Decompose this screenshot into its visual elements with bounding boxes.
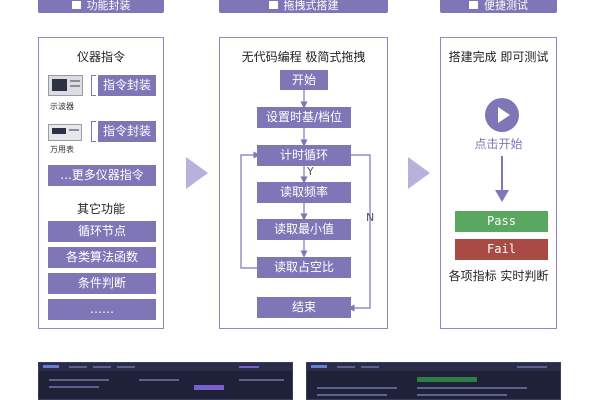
flow-step-set-timebase[interactable]: 设置时基/档位 [257,107,351,128]
function-more-button[interactable]: …… [48,299,156,320]
bracket-oscilloscope [91,75,96,96]
flow-step-timed-loop[interactable]: 计时循环 [257,145,351,166]
panel-title-ready: 搭建完成 即可测试 [448,50,549,64]
instruction-package-button-oscilloscope[interactable]: 指令封装 [98,75,156,96]
panel-title-instruments: 仪器指令 [76,50,125,64]
device-label-oscilloscope: 示波器 [50,102,74,111]
realtime-judgement-label: 各项指标 实时判断 [448,269,549,283]
function-condition-button[interactable]: 条件判断 [48,273,156,294]
pass-status: Pass [455,211,548,232]
instruction-package-button-multimeter[interactable]: 指令封装 [98,121,156,142]
panel-test: 搭建完成 即可测试 点击开始 Pass Fail 各项指标 实时判断 [440,37,557,329]
fail-status: Fail [455,239,548,260]
drag-hand-icon [268,1,278,9]
function-loop-node-button[interactable]: 循环节点 [48,221,156,242]
flow-step-read-duty-cycle[interactable]: 读取占空比 [257,257,351,278]
flow-connectors [240,90,371,312]
arrow-down-icon [495,156,509,202]
flow-yes-label: Y [307,165,314,178]
app-logo [43,365,59,368]
flow-step-read-frequency[interactable]: 读取频率 [257,182,351,203]
package-icon [71,1,81,9]
flow-no-label: N [366,211,375,224]
app-screenshot-test [306,362,561,400]
panel-functions: 仪器指令 示波器 指令封装 万用表 指令封装 ...更多仪器指令 其它功能 循环… [38,37,164,329]
flow-step-start[interactable]: 开始 [280,70,328,90]
multimeter-image [48,124,82,141]
header-tab-test: 便捷测试 [440,0,557,13]
header-tab-build: 拖拽式搭建 [219,0,388,13]
more-instruments-button[interactable]: ...更多仪器指令 [48,165,156,186]
app-screenshot-builder [38,362,293,400]
monitor-icon [469,1,478,9]
chevron-right-icon [408,157,430,189]
header-tab-functions: 功能封装 [38,0,164,13]
flow-step-read-min[interactable]: 读取最小值 [257,219,351,240]
panel-title-nocode: 无代码编程 极简式拖拽 [241,50,366,64]
flow-step-end[interactable]: 结束 [257,297,351,318]
panel-flow-builder: 无代码编程 极简式拖拽 开始 设置时基/档位 计时循环 Y 读取频率 读取最小值… [219,37,388,329]
bracket-multimeter [91,121,96,142]
chevron-right-icon [186,157,208,189]
play-icon[interactable] [485,98,519,132]
function-algorithms-button[interactable]: 各类算法函数 [48,247,156,268]
device-label-multimeter: 万用表 [50,145,74,154]
app-logo [311,365,327,368]
start-label: 点击开始 [474,137,523,151]
section-title-other-functions: 其它功能 [76,202,125,216]
oscilloscope-image [48,75,83,96]
